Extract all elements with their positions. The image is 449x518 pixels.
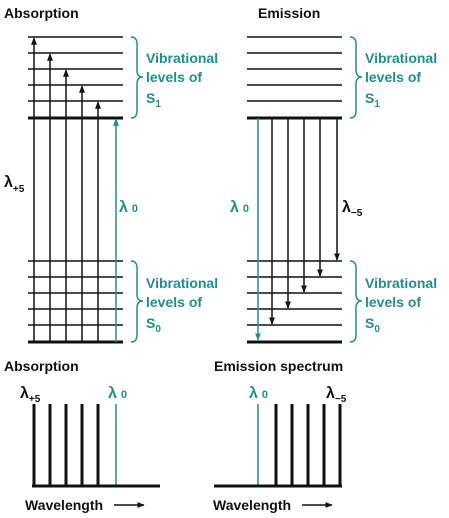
svg-text:Vibrational: Vibrational bbox=[365, 50, 437, 66]
brace-em-s0 bbox=[349, 260, 363, 343]
svg-text:S0: S0 bbox=[146, 315, 161, 335]
svg-text:Vibrational: Vibrational bbox=[146, 50, 218, 66]
vib-label-em-s0: Vibrational levels of S0 bbox=[365, 275, 437, 335]
vib-label-abs-s1: Vibrational levels of S1 bbox=[146, 50, 218, 110]
emission-s1-levels bbox=[247, 36, 342, 120]
svg-text:levels of: levels of bbox=[365, 69, 421, 85]
emission-transitions bbox=[255, 118, 340, 341]
brace-abs-s0 bbox=[130, 260, 144, 343]
svg-text:S0: S0 bbox=[365, 315, 380, 335]
svg-text:levels of: levels of bbox=[146, 294, 202, 310]
brace-abs-s1 bbox=[130, 36, 144, 119]
spec-abs-lambda-plus5: λ+5 bbox=[20, 385, 41, 405]
wavelength-label-left: Wavelength bbox=[25, 497, 103, 513]
svg-text:levels of: levels of bbox=[146, 69, 202, 85]
abs-lambda-plus5-label: λ+5 bbox=[4, 174, 25, 195]
brace-em-s1 bbox=[349, 36, 363, 119]
emission-title: Emission bbox=[258, 5, 320, 21]
bottom-absorption-title: Absorption bbox=[4, 358, 79, 374]
emission-s0-levels bbox=[247, 260, 342, 344]
absorption-s1-levels bbox=[28, 36, 123, 120]
absorption-title: Absorption bbox=[4, 5, 79, 21]
absorption-s0-levels bbox=[28, 260, 123, 344]
bottom-emission-title: Emission spectrum bbox=[214, 358, 343, 374]
absorption-spectrum-lines bbox=[32, 404, 117, 486]
svg-text:Vibrational: Vibrational bbox=[146, 275, 218, 291]
spec-em-lambda-minus5: λ−5 bbox=[326, 385, 347, 405]
svg-text:S1: S1 bbox=[365, 90, 380, 110]
absorption-transitions bbox=[31, 37, 119, 342]
em-lambda-minus5-label: λ−5 bbox=[342, 199, 363, 219]
svg-text:S1: S1 bbox=[146, 90, 161, 110]
wavelength-label-right: Wavelength bbox=[213, 497, 291, 513]
vib-label-abs-s0: Vibrational levels of S0 bbox=[146, 275, 218, 335]
svg-text:levels of: levels of bbox=[365, 294, 421, 310]
svg-text:Vibrational: Vibrational bbox=[365, 275, 437, 291]
emission-spectrum-lines bbox=[257, 404, 342, 486]
vib-label-em-s1: Vibrational levels of S1 bbox=[365, 50, 437, 110]
